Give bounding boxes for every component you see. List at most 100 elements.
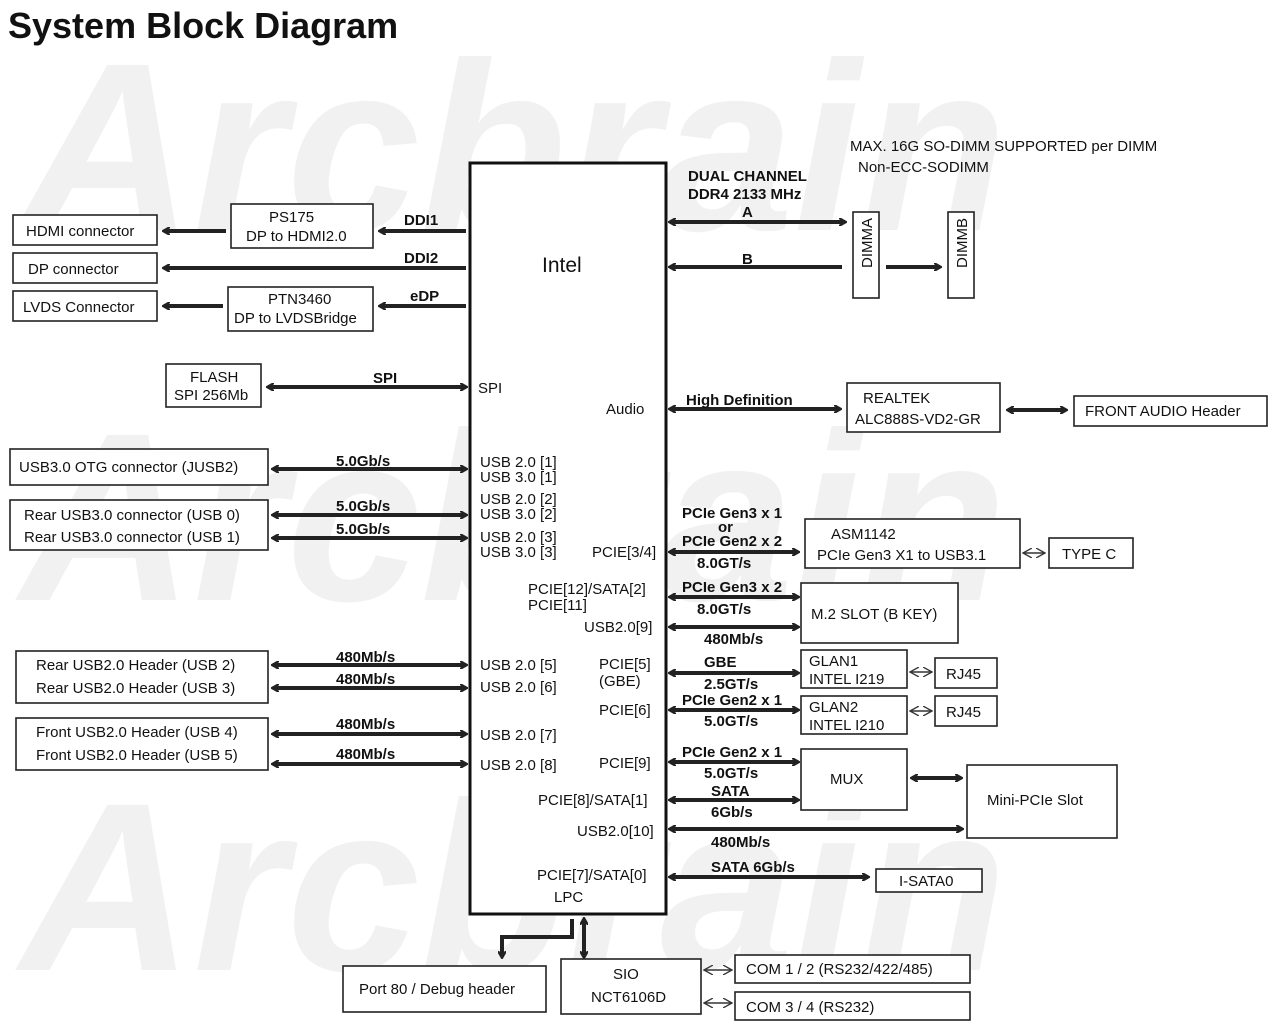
gbe-bus-label: GBE: [704, 654, 737, 671]
m2-bus-label: PCIe Gen3 x 2: [682, 579, 782, 596]
mux-sata-label: SATA: [711, 783, 750, 800]
ddi2-label: DDI2: [404, 250, 438, 267]
m2-usb-speed: 480Mb/s: [704, 631, 763, 648]
type-c-label: TYPE C: [1062, 546, 1116, 563]
rear-usb2-label: Rear USB2.0 Header (USB 2): [36, 657, 235, 674]
port80-debug-header: [342, 965, 547, 1013]
ps175-bridge: [230, 203, 374, 249]
cpu-name: Intel: [542, 254, 582, 277]
front-usb5-speed: 480Mb/s: [336, 746, 395, 763]
rj45-port-2: [934, 695, 998, 727]
cpu-port-usb30-3: USB 3.0 [3]: [480, 544, 557, 561]
mini-pcie-usb-speed: 480Mb/s: [711, 834, 770, 851]
cpu-port-usb20-9: USB2.0[9]: [584, 619, 652, 636]
glan1-chip: INTEL I219: [809, 671, 884, 688]
cpu-port-spi: SPI: [478, 380, 502, 397]
isata0-port: [875, 868, 983, 893]
cpu-port-usb20-3: USB 2.0 [3]: [480, 529, 557, 546]
rear-usb3-speed: 480Mb/s: [336, 671, 395, 688]
cpu-port-pcie8-sata1: PCIE[8]/SATA[1]: [538, 792, 647, 809]
front-audio-header: [1073, 395, 1268, 427]
rear-usb1-speed: 5.0Gb/s: [336, 521, 390, 538]
cpu-port-usb20-5: USB 2.0 [5]: [480, 657, 557, 674]
ptn3460-desc: DP to LVDSBridge: [234, 310, 357, 327]
realtek-codec: [846, 382, 1001, 433]
rear-usb3-connectors: [9, 499, 269, 551]
rear-usb3-label: Rear USB2.0 Header (USB 3): [36, 680, 235, 697]
cpu-port-usb20-2: USB 2.0 [2]: [480, 491, 557, 508]
mini-pcie-slot: [966, 764, 1118, 839]
m2-slot: [800, 582, 959, 644]
glan2-name: GLAN2: [809, 699, 858, 716]
memory-type: Non-ECC-SODIMM: [858, 159, 989, 176]
memory-note: MAX. 16G SO-DIMM SUPPORTED per DIMM: [850, 138, 1157, 155]
cpu-port-gbe: (GBE): [599, 673, 641, 690]
ps175-name: PS175: [269, 209, 314, 226]
sio-chip: [560, 958, 702, 1015]
m2-bus-speed: 8.0GT/s: [697, 601, 751, 618]
asm1142-name: ASM1142: [831, 526, 896, 543]
front-audio-label: FRONT AUDIO Header: [1085, 403, 1241, 420]
mux-bus-speed: 5.0GT/s: [704, 765, 758, 782]
asm-bus-option2: PCIe Gen2 x 2: [682, 533, 782, 550]
usb-otg-speed: 5.0Gb/s: [336, 453, 390, 470]
mux-sata-speed: 6Gb/s: [711, 804, 753, 821]
asm-bus-or: or: [718, 519, 733, 536]
lvds-connector: [12, 290, 158, 322]
asm1142-desc: PCIe Gen3 X1 to USB3.1: [817, 547, 986, 564]
cpu-port-pcie12-sata2: PCIE[12]/SATA[2]: [528, 581, 646, 598]
sio-label: SIO: [613, 966, 639, 983]
dp-connector-label: DP connector: [28, 261, 119, 278]
glan2-chip: INTEL I210: [809, 717, 884, 734]
ddi1-label: DDI1: [404, 212, 438, 229]
hdmi-connector: [12, 214, 158, 246]
usb-otg-label: USB3.0 OTG connector (JUSB2): [19, 459, 238, 476]
usb-otg-connector: [9, 448, 269, 486]
cpu-port-usb30-2: USB 3.0 [2]: [480, 506, 557, 523]
hdmi-connector-label: HDMI connector: [26, 223, 134, 240]
ptn3460-bridge: [227, 286, 374, 332]
dimma-label: DIMMA: [859, 218, 876, 268]
cpu-port-pcie7-sata0: PCIE[7]/SATA[0]: [537, 867, 646, 884]
hda-bus-label: High Definition: [686, 392, 793, 409]
codec-vendor: REALTEK: [863, 390, 930, 407]
mini-pcie-label: Mini-PCIe Slot: [987, 792, 1084, 809]
page-title: System Block Diagram: [8, 5, 398, 46]
cpu-port-pcie11: PCIE[11]: [528, 597, 587, 614]
lvds-connector-label: LVDS Connector: [23, 299, 134, 316]
cpu-port-usb20-1: USB 2.0 [1]: [480, 454, 557, 471]
dimmb-slot: [947, 211, 975, 299]
dimmb-label: DIMMB: [954, 218, 971, 268]
mux-label: MUX: [830, 771, 863, 788]
asm-bus-speed: 8.0GT/s: [697, 555, 751, 572]
cpu-port-audio: Audio: [606, 401, 644, 418]
memory-bus-speed: DDR4 2133 MHz: [688, 186, 801, 203]
cpu-port-usb20-7: USB 2.0 [7]: [480, 727, 557, 744]
rear-usb1-label: Rear USB3.0 connector (USB 1): [24, 529, 240, 546]
isata-bus-label: SATA 6Gb/s: [711, 859, 795, 876]
rear-usb0-label: Rear USB3.0 connector (USB 0): [24, 507, 240, 524]
rj45-label-1: RJ45: [946, 666, 981, 683]
gbe-bus-speed: 2.5GT/s: [704, 676, 758, 693]
channel-a-label: A: [742, 204, 753, 221]
ps175-desc: DP to HDMI2.0: [246, 228, 347, 245]
com34-label: COM 3 / 4 (RS232): [746, 999, 874, 1016]
cpu-port-usb20-8: USB 2.0 [8]: [480, 757, 557, 774]
com12-label: COM 1 / 2 (RS232/422/485): [746, 961, 933, 978]
glan2-bus-label: PCIe Gen2 x 1: [682, 692, 782, 709]
cpu-port-pcie5: PCIE[5]: [599, 656, 651, 673]
memory-bus-label: DUAL CHANNEL: [688, 168, 807, 185]
mux-bus-label: PCIe Gen2 x 1: [682, 744, 782, 761]
glan2-controller: [800, 695, 908, 735]
cpu-port-usb20-10: USB2.0[10]: [577, 823, 654, 840]
mux-switch: [800, 748, 908, 811]
codec-model: ALC888S-VD2-GR: [855, 411, 981, 428]
dimma-slot: [852, 211, 880, 299]
m2-slot-label: M.2 SLOT (B KEY): [811, 606, 937, 623]
front-usb5-label: Front USB2.0 Header (USB 5): [36, 747, 238, 764]
edp-label: eDP: [410, 288, 439, 305]
cpu-port-pcie6: PCIE[6]: [599, 702, 651, 719]
com34-header: [734, 991, 971, 1021]
cpu-port-lpc: LPC: [554, 889, 583, 906]
